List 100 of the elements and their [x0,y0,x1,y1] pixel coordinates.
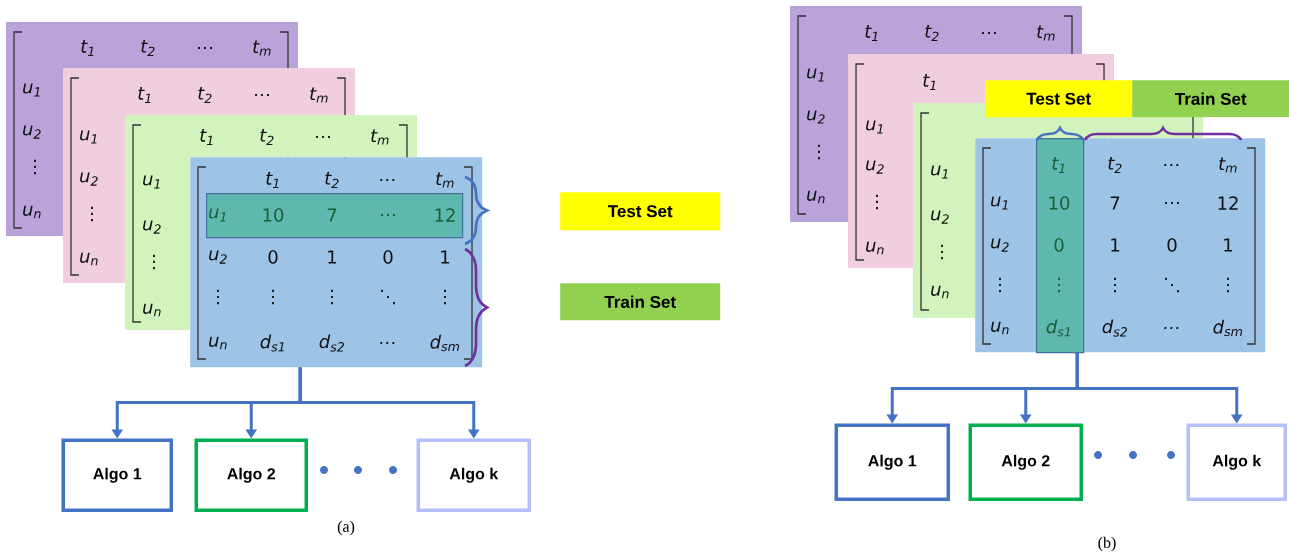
matrix-entry: ⋮ [153,254,155,270]
matrix-entry: d$_{s1}$ [260,334,284,352]
algorithm-box: Algo 1 [61,438,173,512]
matrix-entry: t$_{2}$ [925,25,939,41]
matrix-entry: u$_{n}$ [80,252,98,266]
matrix-entry: t$_{m}$ [436,172,454,188]
matrix-entry: u$_{1}$ [807,68,824,82]
matrix-entry: t$_{m}$ [253,40,271,56]
matrix-entry: 0 [383,250,393,264]
matrix-entry: ⋮ [1058,277,1060,293]
matrix-entry: t$_{1}$ [138,87,151,103]
matrix-entry: u$_{1}$ [23,83,40,97]
matrix-entry: ⋮ [34,159,36,175]
matrix-entry: u$_{2}$ [807,110,825,124]
matrix-entry: … [380,178,395,182]
matrix-entry: … [982,31,996,35]
matrix-entry: ⋮ [91,206,93,222]
algorithm-box: Algo 2 [968,423,1083,501]
set-label: Test Set [985,80,1133,118]
matrix-entry: ⋮ [1114,277,1116,293]
matrix-entry: t$_{2}$ [260,129,274,145]
matrix-entry: u$_{1}$ [209,208,226,222]
matrix-entry: … [1164,326,1179,330]
set-label: Train Set [560,283,721,321]
matrix-entry: t$_{m}$ [371,129,389,145]
matrix-entry: u$_{n}$ [991,321,1009,335]
matrix-entry: 7 [327,208,337,222]
matrix-entry: t$_{2}$ [1108,157,1122,173]
matrix-entry: u$_{1}$ [866,120,883,134]
matrix-entry: u$_{2}$ [991,238,1009,252]
matrix-entry: t$_{m}$ [1037,25,1055,41]
caption: (b) [1098,536,1116,552]
matrix-entry: d$_{s2}$ [1102,319,1127,337]
matrix-entry: t$_{m}$ [310,87,328,103]
matrix-entry: d$_{sm}$ [1213,319,1243,337]
matrix-entry: ⋮ [941,244,943,260]
matrix-entry: u$_{1}$ [80,130,97,144]
set-label: Train Set [1132,80,1289,118]
set-label: Test Set [560,192,721,231]
matrix-entry: t$_{1}$ [200,129,213,145]
matrix-entry: 1 [328,250,337,264]
matrix-entry: … [255,93,269,97]
matrix-entry: 1 [1224,238,1233,252]
matrix-entry: ⋱ [381,289,395,305]
matrix-entry: u$_{2}$ [866,160,884,174]
matrix-entry: t$_{1}$ [865,25,878,41]
matrix-entry: u$_{n}$ [143,303,161,317]
algorithm-box: Algo k [416,438,531,512]
matrix-entry: t$_{2}$ [325,172,339,188]
matrix-entry: ⋮ [818,144,820,160]
matrix-entry: t$_{1}$ [923,74,936,90]
algorithm-box: Algo k [1186,423,1287,501]
matrix-entry: u$_{n}$ [23,205,41,219]
matrix-entry: u$_{n}$ [931,285,949,299]
matrix-entry: t$_{2}$ [198,87,212,103]
algorithm-box: Algo 1 [834,423,950,501]
matrix-entry: ⋮ [444,289,446,305]
matrix-entry: 10 [263,208,284,222]
matrix-entry: d$_{s2}$ [319,334,344,352]
matrix-entry: … [380,341,395,345]
matrix-entry: t$_{1}$ [266,172,279,188]
matrix-entry: d$_{s1}$ [1046,319,1070,337]
matrix-entry: … [1164,163,1179,167]
matrix-entry: 10 [1049,196,1070,210]
matrix-entry: u$_{2}$ [209,250,227,264]
matrix-entry: u$_{2}$ [23,125,41,139]
matrix-entry: d$_{sm}$ [430,334,459,352]
matrix-entry: ⋮ [331,289,333,305]
matrix-entry: ⋮ [1227,277,1229,293]
matrix-entry: u$_{1}$ [143,175,160,189]
matrix-entry: 7 [1110,196,1120,210]
caption: (a) [337,520,355,536]
matrix-entry: t$_{2}$ [141,40,155,56]
matrix-entry: 0 [268,250,278,264]
matrix-entry: t$_{m}$ [1219,157,1237,173]
matrix-entry: u$_{2}$ [143,220,161,234]
matrix-entry: 1 [1111,238,1120,252]
matrix-entry: ⋱ [1165,277,1179,293]
matrix-entry: u$_{1}$ [991,196,1008,210]
matrix-entry: 1 [441,250,450,264]
matrix-entry: u$_{1}$ [931,165,948,179]
matrix-entry: 12 [1218,196,1238,210]
matrix-entry: u$_{n}$ [866,241,884,255]
matrix-entry: 0 [1167,238,1177,252]
matrix-entry: … [1165,201,1179,205]
matrix-entry: t$_{1}$ [1052,157,1065,173]
matrix-entry: … [198,46,212,50]
matrix-entry: u$_{n}$ [807,190,825,204]
matrix-entry: ⋮ [217,289,219,305]
matrix-entry: u$_{2}$ [931,210,949,224]
matrix-entry: u$_{n}$ [209,336,227,350]
matrix-entry: ⋮ [876,194,878,210]
matrix-entry: 0 [1054,238,1064,252]
matrix-entry: 12 [435,208,455,222]
matrix-entry: ⋮ [272,289,274,305]
matrix-entry: ⋮ [999,277,1001,293]
matrix-entry: u$_{2}$ [80,172,98,186]
matrix-entry: … [381,213,395,217]
matrix-entry: t$_{1}$ [81,40,94,56]
matrix-entry: … [316,135,330,139]
